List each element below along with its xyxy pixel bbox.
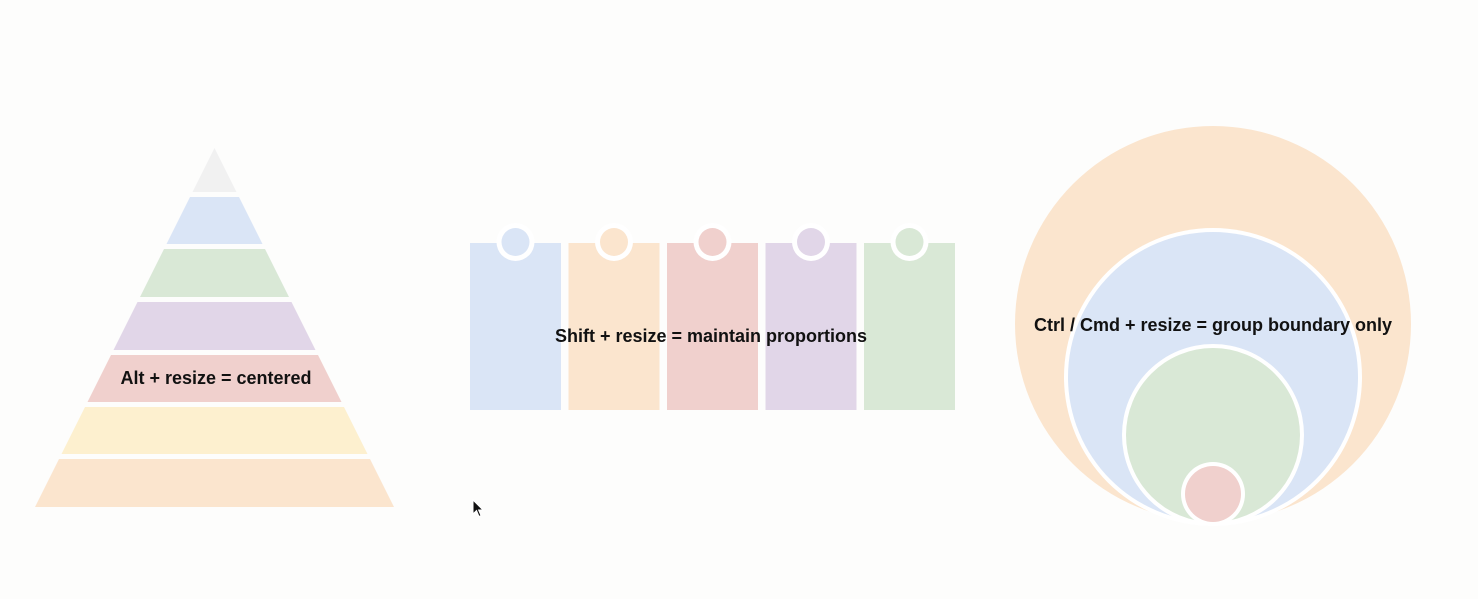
pyramid-group[interactable]: [35, 148, 394, 507]
card-dot-green: [895, 228, 924, 256]
card-dot-red: [698, 228, 727, 256]
pyramid-layer-orange[interactable]: [35, 459, 394, 507]
pyramid-layer-yellow[interactable]: [61, 407, 368, 454]
card-red[interactable]: [667, 223, 758, 410]
card-dot-blue: [501, 228, 530, 256]
cards-label: Shift + resize = maintain proportions: [554, 326, 868, 346]
circle-green[interactable]: [1126, 348, 1300, 522]
pyramid-layer-purple[interactable]: [113, 302, 316, 350]
pyramid-layer-green[interactable]: [140, 249, 289, 297]
mouse-cursor-icon: [472, 499, 485, 518]
card-dot-purple: [797, 228, 825, 256]
card-purple[interactable]: [765, 223, 857, 410]
pyramid-label: Alt + resize = centered: [120, 368, 312, 388]
circles-label: Ctrl / Cmd + resize = group boundary onl…: [1033, 315, 1393, 335]
card-orange[interactable]: [568, 223, 660, 410]
nested-circles-group[interactable]: [1015, 126, 1411, 526]
card-dot-orange: [600, 228, 628, 256]
cards-group[interactable]: [470, 223, 955, 410]
card-blue[interactable]: [470, 223, 561, 410]
pyramid-layer-blue[interactable]: [166, 197, 263, 244]
circle-red[interactable]: [1185, 466, 1241, 522]
pyramid-layer-gray[interactable]: [192, 148, 237, 192]
pyramid-layer-red[interactable]: [87, 355, 342, 402]
card-green[interactable]: [864, 223, 955, 410]
